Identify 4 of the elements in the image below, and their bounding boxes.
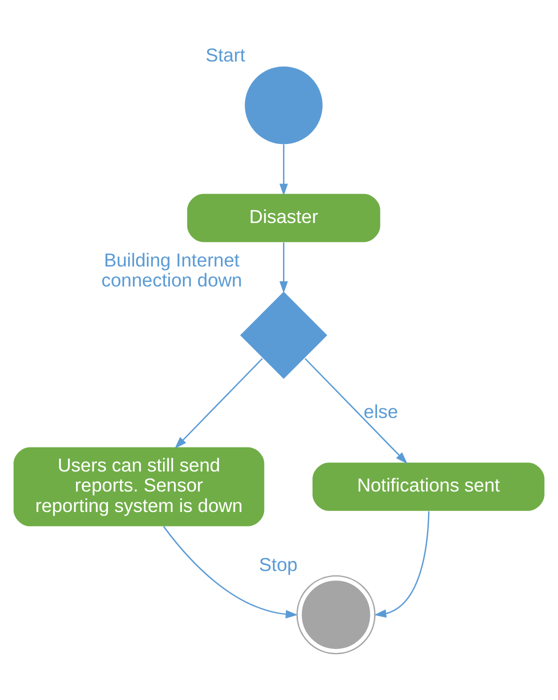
edge-label: else [364, 400, 398, 422]
node-label: Stop [259, 554, 298, 575]
node-label: Building Internet connection down [101, 249, 242, 291]
node-label: Start [206, 44, 246, 66]
